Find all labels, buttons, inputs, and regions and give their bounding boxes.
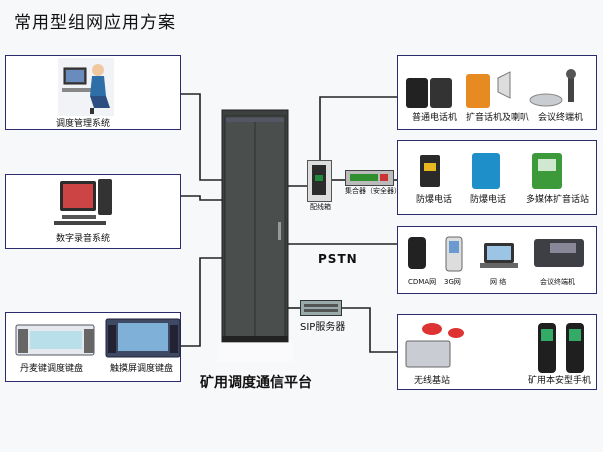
row4-label-1: 矿用本安型手机 (528, 376, 592, 386)
row2-icons (420, 153, 562, 189)
line-row1 (319, 96, 397, 160)
platform-label: 矿用调度通信平台 (200, 375, 312, 391)
operator-icon (58, 58, 114, 116)
recording-label: 数字录音系统 (56, 234, 111, 244)
row3-label-1: 3G网 (444, 278, 461, 286)
line-dispatch (181, 93, 222, 181)
row1-icons (406, 69, 576, 108)
line-keyboard (181, 257, 222, 347)
row4-label-0: 无线基站 (414, 376, 451, 386)
line-sip-b (340, 307, 397, 353)
sip-server-icon (300, 300, 342, 316)
keyboard-button-label: 丹麦键调度键盘 (20, 364, 84, 374)
dispatch-mgmt-label: 调度管理系统 (56, 119, 111, 129)
row3-label-0: CDMA网 (408, 278, 437, 286)
concentrator-icon (345, 170, 394, 186)
terminals-row2-box: 防爆电话 防爆电话 多媒体扩音话站 (397, 140, 597, 215)
row4-icons (405, 323, 584, 373)
row3-label-2: 网 络 (490, 278, 507, 286)
keyboards-icon (15, 318, 181, 358)
pstn-label: PSTN (318, 252, 358, 266)
row2-label-0: 防爆电话 (416, 195, 453, 205)
row3-label-3: 会议终端机 (540, 278, 575, 286)
row1-label-0: 普通电话机 (412, 113, 458, 123)
row1-label-1: 扩音话机及喇叭 (466, 113, 530, 123)
terminals-row4-box: 无线基站 矿用本安型手机 (397, 314, 597, 390)
row2-label-1: 防爆电话 (470, 195, 507, 205)
computer-icon (54, 179, 112, 225)
recording-box: 数字录音系统 (5, 174, 181, 249)
page-title: 常用型组网应用方案 (14, 13, 176, 33)
terminals-row3-box: CDMA网 3G网 网 络 会议终端机 (397, 226, 597, 294)
concentrator-label: 集合器（安全器） (345, 187, 401, 195)
sip-server-label: SIP服务器 (300, 322, 346, 333)
terminals-row1-box: 普通电话机 扩音话机及喇叭 会议终端机 (397, 55, 597, 130)
line-recording (181, 195, 222, 201)
distribution-frame-label: 配线箱 (310, 203, 331, 211)
keyboard-box: 丹麦键调度键盘 触摸屏调度键盘 (5, 312, 181, 382)
row3-icons (408, 236, 584, 272)
distribution-frame-icon (307, 160, 332, 202)
row2-label-2: 多媒体扩音话站 (526, 195, 590, 205)
dispatch-mgmt-box: 调度管理系统 (5, 55, 181, 130)
keyboard-touch-label: 触摸屏调度键盘 (110, 364, 174, 374)
row1-label-2: 会议终端机 (538, 113, 584, 123)
